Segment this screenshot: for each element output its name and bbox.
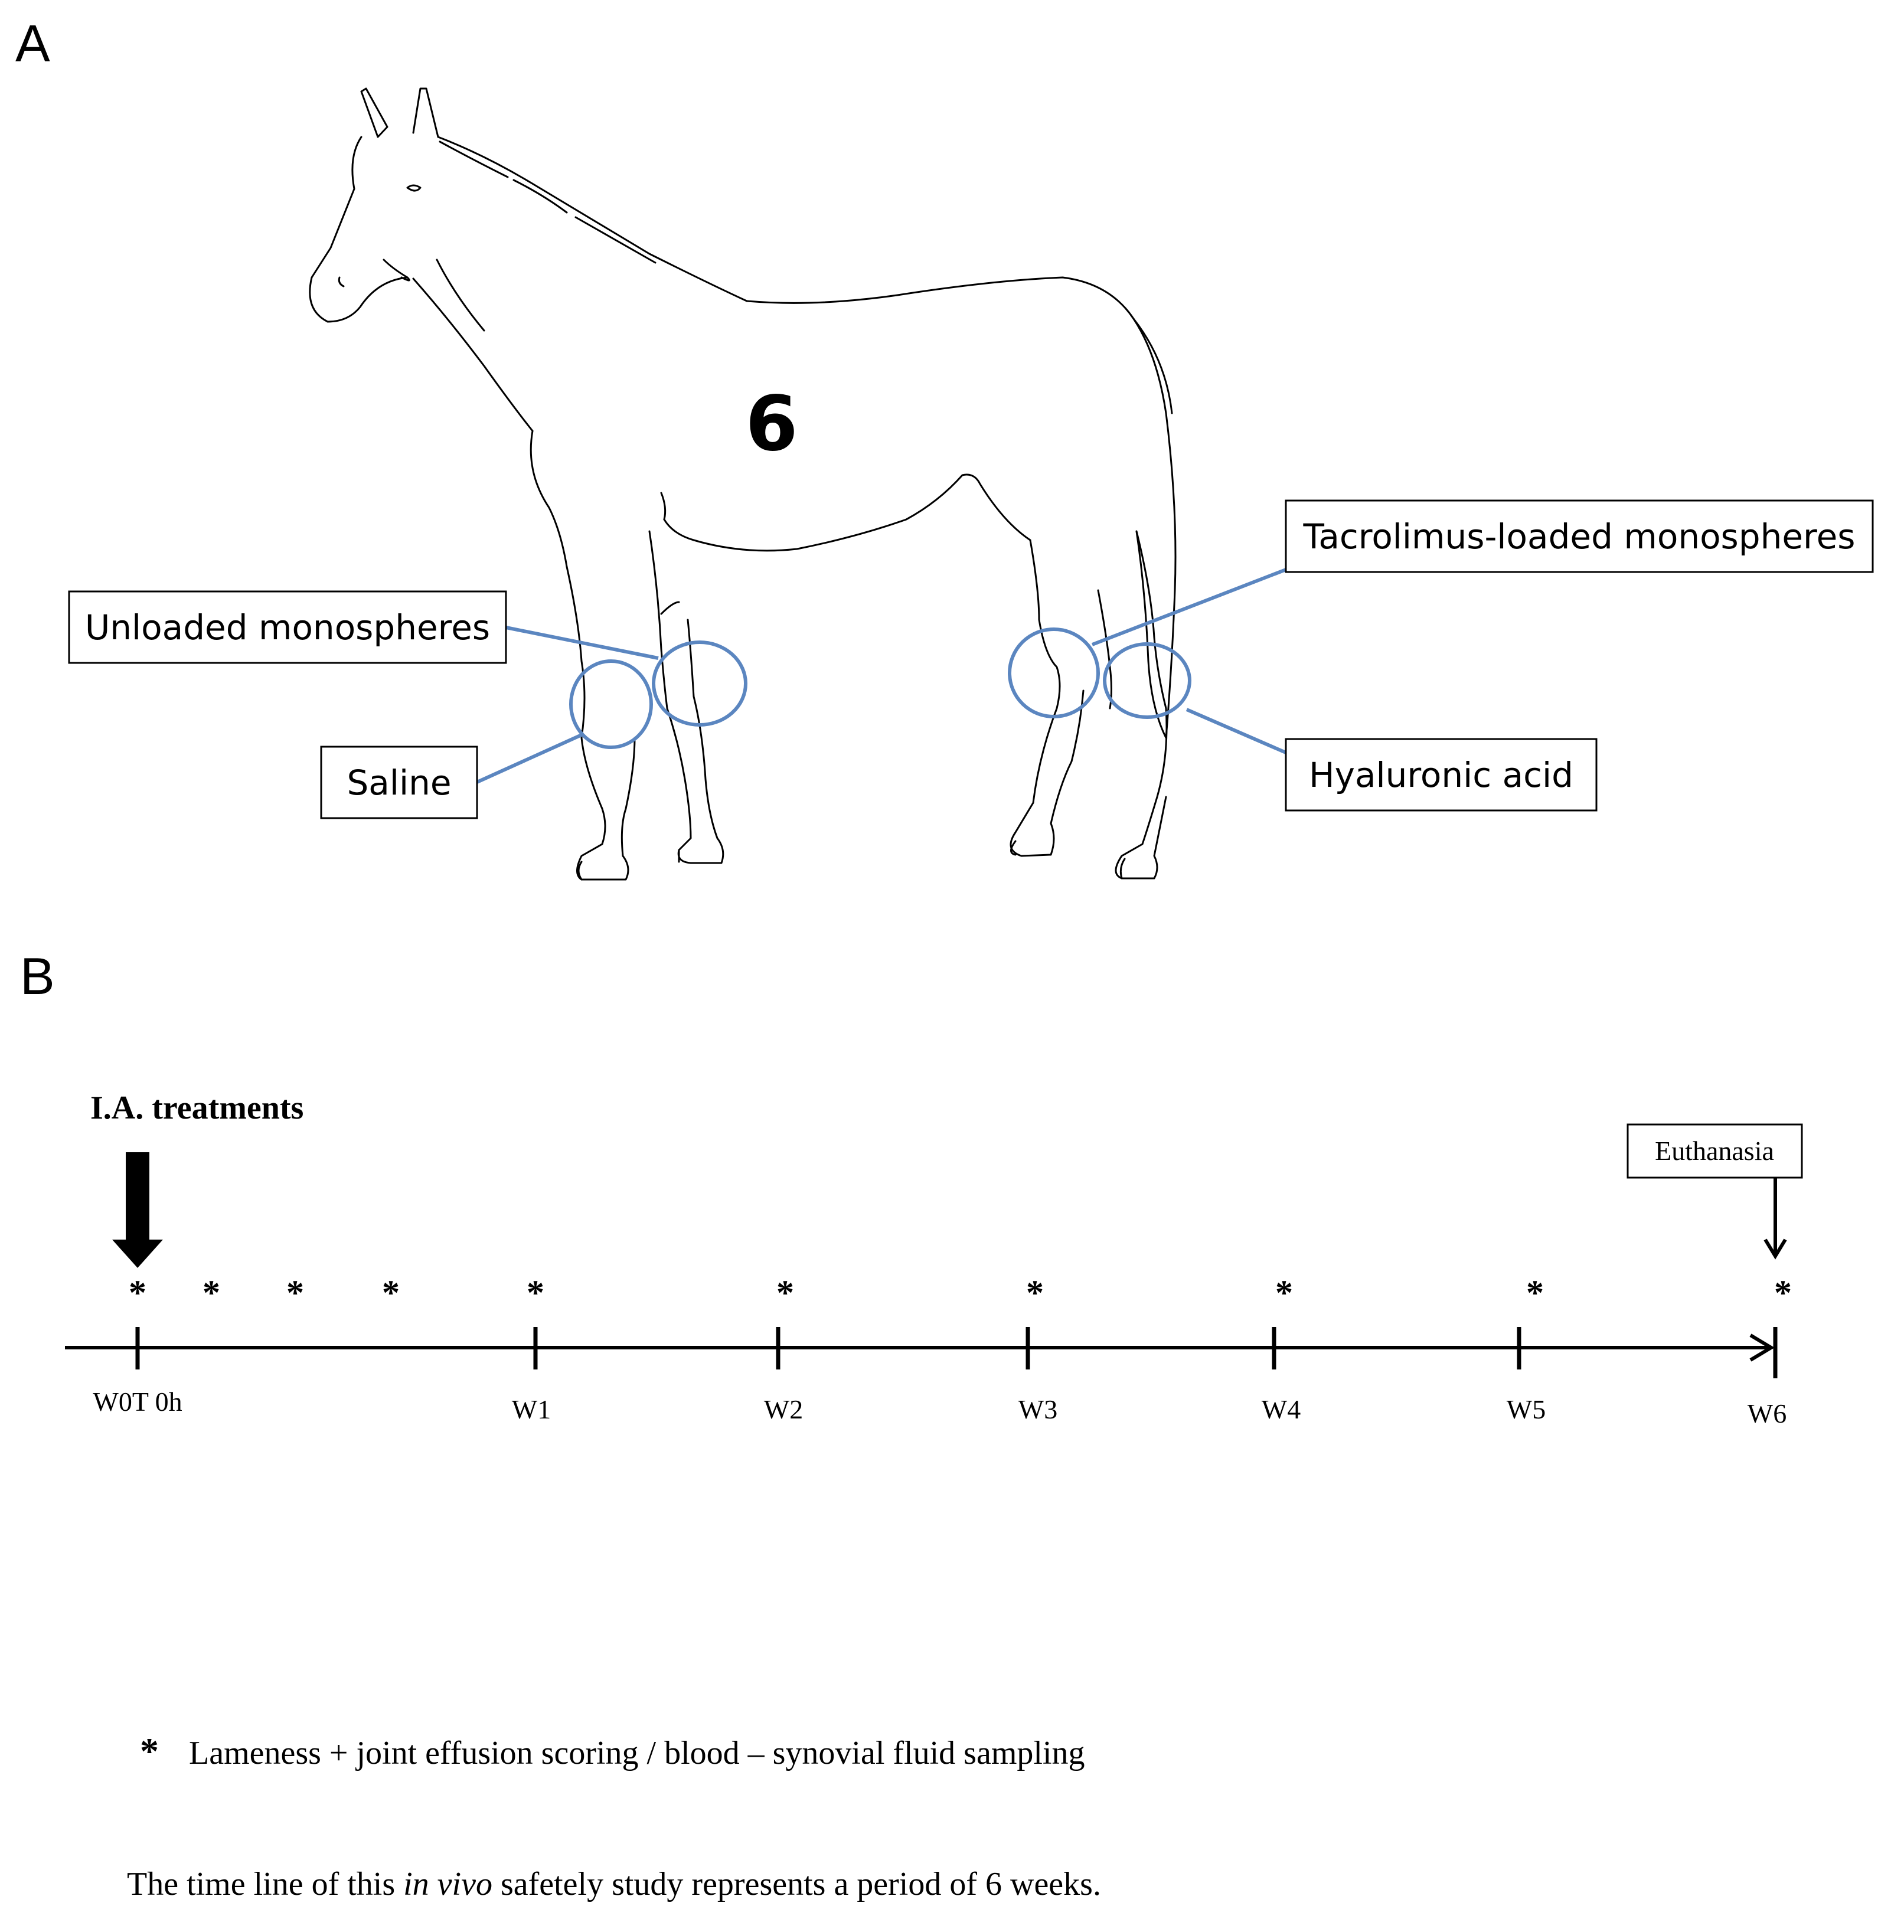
- legend-text: Lameness + joint effusion scoring / bloo…: [189, 1735, 1085, 1771]
- sampling-marker: *: [1275, 1273, 1293, 1312]
- timeline-tick-label: W2: [764, 1394, 803, 1424]
- joint-label-hyaluronic: Hyaluronic acid: [1285, 738, 1598, 812]
- timeline-tick-label: W4: [1262, 1394, 1301, 1424]
- sampling-marker: *: [776, 1273, 794, 1312]
- timeline-tick-labels: W0T 0h W1 W2 W3 W4 W5 W6: [93, 1387, 1787, 1428]
- sampling-marker: *: [1526, 1273, 1544, 1312]
- timeline-tick-label: W0T 0h: [93, 1387, 182, 1417]
- timeline-tick-label: W6: [1748, 1398, 1787, 1428]
- hyaluronic-label-text: Hyaluronic acid: [1309, 755, 1573, 795]
- sampling-marker: *: [1026, 1273, 1044, 1312]
- joint-markers: [569, 627, 1191, 749]
- joint-circle-hyaluronic: [1103, 642, 1191, 719]
- end-event-box: Euthanasia: [1627, 1123, 1803, 1260]
- joint-label-unloaded: Unloaded monospheres: [68, 590, 507, 664]
- saline-label-text: Saline: [347, 763, 451, 803]
- sampling-marker: *: [129, 1273, 146, 1312]
- caption-after: safetely study represents a period of 6 …: [492, 1866, 1101, 1902]
- caption-before: The time line of this: [127, 1866, 404, 1902]
- end-event-label: Euthanasia: [1655, 1136, 1774, 1166]
- leader-lines: [476, 568, 1287, 784]
- start-event-label: I.A. treatments: [90, 1090, 303, 1126]
- joint-label-saline: Saline: [320, 746, 478, 819]
- unloaded-label-text: Unloaded monospheres: [85, 607, 490, 648]
- sampling-markers: * * * * * * * * * *: [129, 1273, 1792, 1312]
- panel-b-letter: B: [20, 947, 55, 1005]
- panel-a-letter: A: [15, 14, 50, 73]
- figure-caption: The time line of this in vivo safetely s…: [127, 1865, 1101, 1903]
- joint-circle-tacrolimus: [1008, 627, 1100, 718]
- treatment-arrow: [112, 1152, 163, 1268]
- sampling-marker: *: [286, 1273, 304, 1312]
- joint-circle-saline: [569, 659, 653, 749]
- timeline-ticks: [135, 1327, 1778, 1378]
- sampling-marker: *: [203, 1273, 220, 1312]
- timeline-tick-label: W5: [1507, 1394, 1546, 1424]
- horse-number: 6: [745, 380, 798, 468]
- timeline-tick-label: W1: [512, 1394, 551, 1424]
- timeline-tick-label: W3: [1018, 1394, 1057, 1424]
- sampling-marker: *: [1774, 1273, 1792, 1312]
- joint-circle-unloaded: [652, 640, 747, 727]
- caption-italic: in vivo: [403, 1866, 492, 1902]
- legend-marker: *: [140, 1730, 159, 1772]
- legend: * Lameness + joint effusion scoring / bl…: [140, 1730, 1085, 1772]
- joint-label-tacrolimus: Tacrolimus-loaded monospheres: [1285, 499, 1874, 573]
- sampling-marker: *: [382, 1273, 400, 1312]
- sampling-marker: *: [527, 1273, 544, 1312]
- tacrolimus-label-text: Tacrolimus-loaded monospheres: [1302, 516, 1855, 557]
- timeline-axis: [65, 1333, 1775, 1362]
